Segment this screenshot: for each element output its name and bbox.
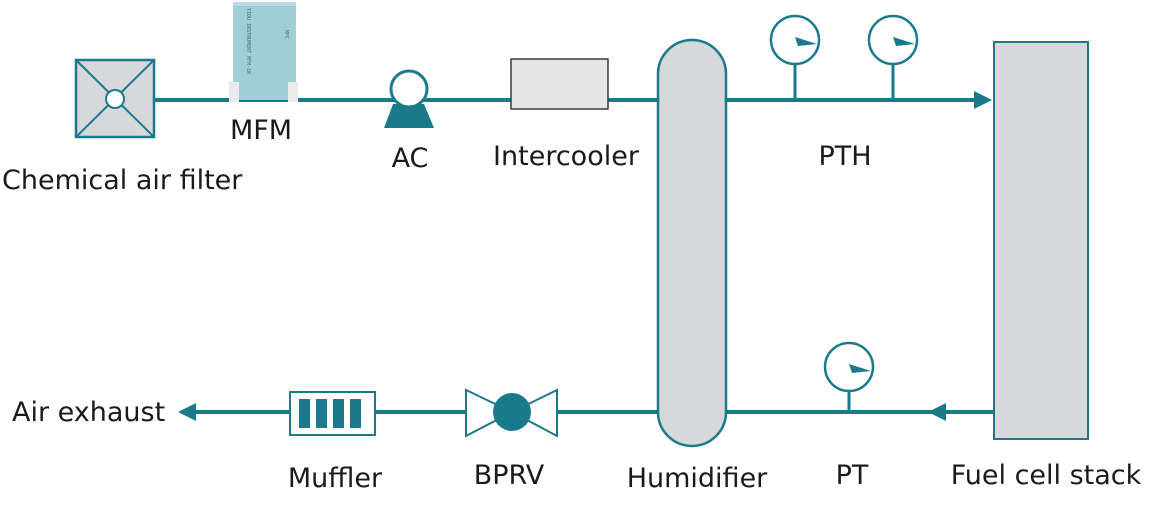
exhaust-arrow-icon <box>178 403 196 421</box>
label-pt: PT <box>836 460 869 491</box>
valve-icon <box>465 388 558 438</box>
label-ac: AC <box>392 143 429 174</box>
pressure-gauge-icon <box>823 341 875 412</box>
fuel-cell-stack-block <box>993 41 1089 440</box>
muffler-icon <box>289 391 376 436</box>
mfm-device-model: MFC <box>283 30 289 39</box>
mass-flow-meter-icon: YIDU INSTRUMENT MFM-1K MFC <box>229 2 298 102</box>
label-bprv: BPRV <box>474 460 545 491</box>
intercooler-box <box>510 58 609 110</box>
label-pth: PTH <box>818 141 871 172</box>
supply-arrow-icon <box>974 91 992 109</box>
label-fuel-cell-stack: Fuel cell stack <box>951 460 1142 491</box>
label-air-exhaust: Air exhaust <box>12 397 165 428</box>
mfm-device-brand: YIDU INSTRUMENT MFM-1K <box>245 8 251 74</box>
return-arrow-icon <box>928 403 946 421</box>
humidifier-vessel <box>656 38 728 448</box>
pressure-gauge-icon <box>867 14 919 100</box>
label-intercooler: Intercooler <box>493 141 640 172</box>
filter-icon <box>74 58 156 139</box>
label-muffler: Muffler <box>288 463 383 494</box>
label-mfm: MFM <box>230 115 292 146</box>
label-chemical-air-filter: Chemical air filter <box>2 165 243 196</box>
compressor-icon <box>384 69 434 128</box>
label-humidifier: Humidifier <box>627 463 768 494</box>
pressure-gauge-icon <box>769 14 821 100</box>
